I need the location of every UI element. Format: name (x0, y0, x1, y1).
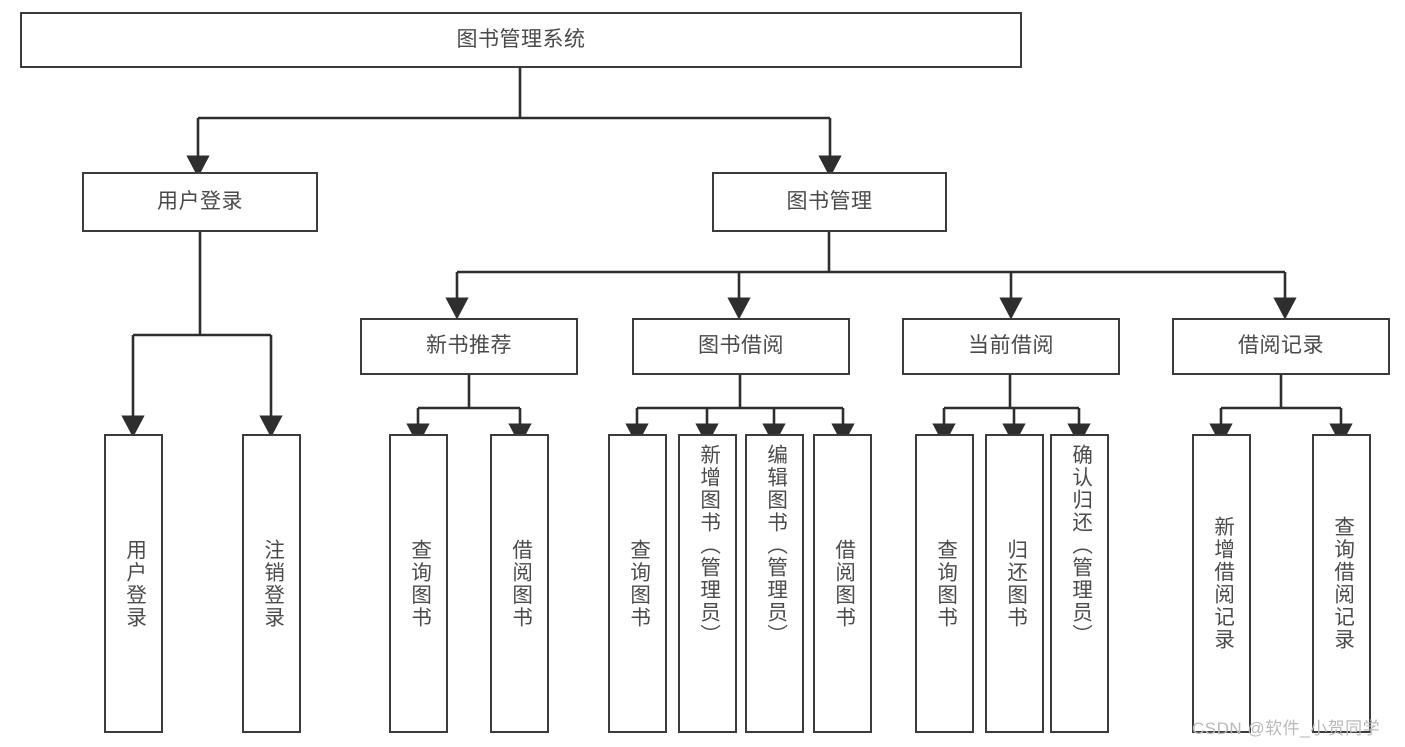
leaf-record-add-record[interactable]: 新增借阅记录 (1192, 434, 1251, 733)
leaf-user-login-signin[interactable]: 用户登录 (104, 434, 163, 733)
node-borrow-record[interactable]: 借阅记录 (1172, 318, 1390, 375)
leaf-record-query-record[interactable]: 查询借阅记录 (1312, 434, 1371, 733)
node-current-borrow[interactable]: 当前借阅 (902, 318, 1120, 375)
leaf-current-query-book[interactable]: 查询图书 (915, 434, 974, 733)
leaf-borrow-query-book[interactable]: 查询图书 (608, 434, 667, 733)
leaf-borrow-borrow-book[interactable]: 借阅图书 (813, 434, 872, 733)
node-book-borrow[interactable]: 图书借阅 (632, 318, 850, 375)
node-book-management[interactable]: 图书管理 (712, 172, 947, 232)
node-new-book-recommend[interactable]: 新书推荐 (360, 318, 578, 375)
watermark-text: CSDN @软件_小贺同学 (1192, 719, 1381, 738)
leaf-current-confirm-return-admin[interactable]: 确认归还（管理员） (1050, 434, 1109, 733)
node-root-system[interactable]: 图书管理系统 (20, 12, 1022, 68)
leaf-new-book-query[interactable]: 查询图书 (389, 434, 448, 733)
leaf-new-book-borrow[interactable]: 借阅图书 (490, 434, 549, 733)
leaf-user-login-signout[interactable]: 注销登录 (242, 434, 301, 733)
leaf-borrow-edit-book-admin[interactable]: 编辑图书（管理员） (745, 434, 804, 733)
leaf-borrow-add-book-admin[interactable]: 新增图书（管理员） (678, 434, 737, 733)
node-user-login[interactable]: 用户登录 (82, 172, 318, 232)
leaf-current-return-book[interactable]: 归还图书 (985, 434, 1044, 733)
